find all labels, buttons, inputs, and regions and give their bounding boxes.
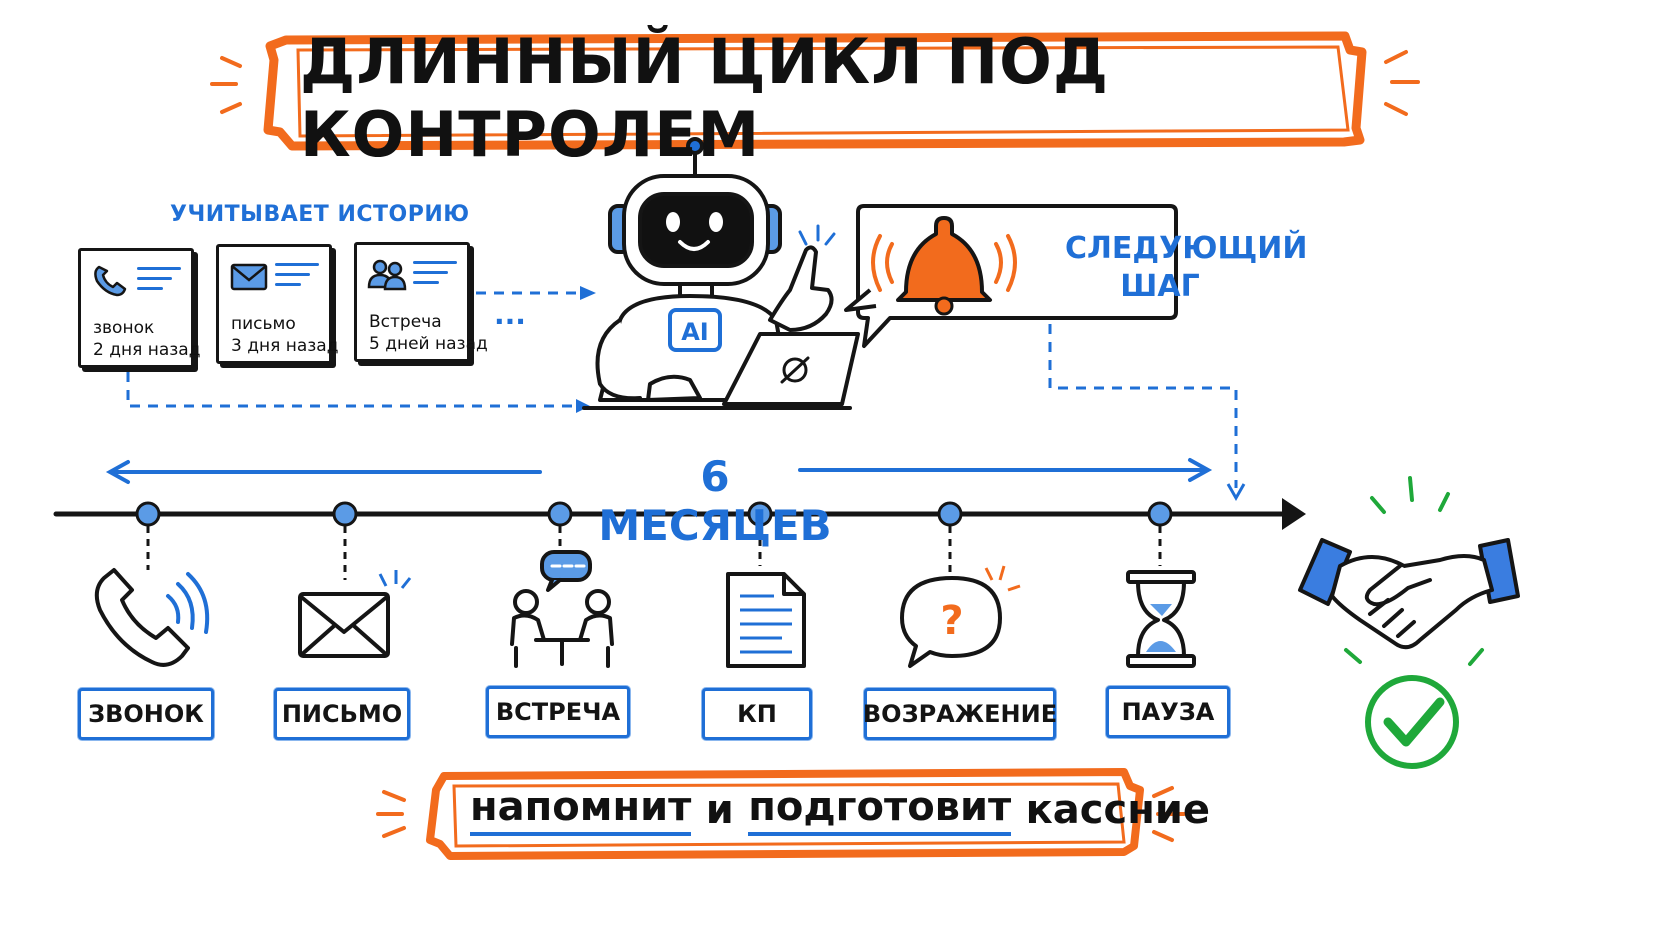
card-lines [275, 263, 319, 293]
card-time: 3 дня назад [231, 336, 339, 356]
banner-word-remind: напомнит [470, 784, 692, 836]
history-card-email: письмо 3 дня назад [216, 244, 338, 364]
banner-frame [376, 768, 1186, 860]
timeline-phone-icon [94, 568, 210, 667]
history-card-meeting: Встреча 5 дней назад [354, 242, 488, 362]
banner-word-rest: кассние [1025, 787, 1210, 833]
card-time: 5 дней назад [369, 334, 488, 354]
history-card-call: звонок 2 дня назад [78, 248, 200, 368]
banner-text: напомнит и подготовит кассние [470, 780, 1210, 840]
handshake-icon [1298, 476, 1520, 666]
checkmark-icon [1365, 675, 1459, 769]
milestone-4 [747, 501, 773, 566]
step-label-call: ЗВОНОК [78, 688, 214, 740]
history-connector [126, 291, 585, 408]
next-step-line1: СЛЕДУЮЩИЙ [1065, 231, 1308, 266]
milestone-1 [135, 501, 161, 570]
milestones [135, 501, 1173, 580]
card-type: Встреча [369, 312, 442, 332]
history-label: УЧИТЫВАЕТ ИСТОРИЮ [170, 202, 470, 227]
milestone-6 [1147, 501, 1173, 566]
milestone-5 [937, 501, 963, 574]
duration-arrow [105, 458, 1213, 484]
page-title: ДЛИННЫЙ ЦИКЛ ПОД КОНТРОЛЕМ [300, 25, 1110, 171]
card-type: звонок [93, 318, 155, 338]
timeline-meeting-icon [510, 550, 614, 668]
card-lines [137, 267, 181, 297]
next-step-line2: ШАГ [1120, 269, 1200, 304]
milestone-3 [547, 501, 573, 550]
timeline-document-icon [726, 572, 806, 668]
robot-icon [582, 137, 860, 410]
title-sparks [210, 50, 1420, 116]
bell-icon [871, 216, 1017, 316]
people-icon [367, 259, 407, 291]
card-type: письмо [231, 314, 296, 334]
milestone-2 [332, 501, 358, 580]
history-arrow-head [580, 286, 596, 300]
next-step-connector [1048, 324, 1238, 488]
banner-word-prepare: подготовит [748, 784, 1012, 836]
banner-word-and: и [705, 787, 734, 833]
envelope-icon [230, 263, 268, 291]
step-label-objection: ВОЗРАЖЕНИЕ [863, 688, 1057, 740]
card-time: 2 дня назад [93, 340, 201, 360]
card-lines [413, 261, 457, 291]
ai-badge: AI [681, 318, 709, 346]
step-label-proposal: КП [702, 688, 812, 740]
svg-text:?: ? [940, 598, 963, 644]
duration-label: 6 МЕСЯЦЕВ [598, 452, 832, 550]
step-label-meeting: ВСТРЕЧА [486, 686, 630, 738]
more-ellipsis: ... [494, 298, 526, 331]
title-frame [263, 31, 1367, 151]
timeline-envelope-icon [298, 570, 412, 658]
timeline-hourglass-icon [1126, 570, 1196, 668]
timeline-question-bubble-icon: ? [900, 565, 1021, 668]
phone-icon [94, 265, 127, 297]
step-label-email: ПИСЬМО [274, 688, 410, 740]
timeline-axis [53, 498, 1306, 530]
next-step-label: СЛЕДУЮЩИЙ ШАГ [1065, 230, 1308, 306]
step-label-pause: ПАУЗА [1106, 686, 1230, 738]
